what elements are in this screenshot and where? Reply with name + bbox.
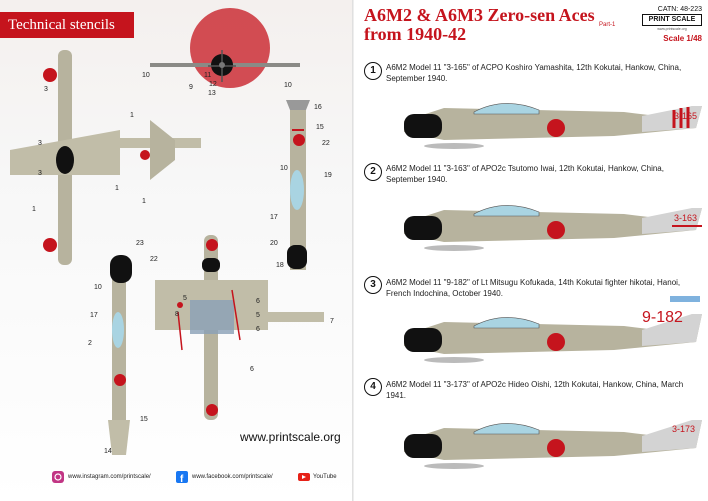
- profile-caption: A6M2 Model 11 "3-163" of APO2c Tsutomo I…: [386, 164, 664, 184]
- profile-caption: A6M2 Model 11 "3-173" of APO2c Hideo Ois…: [386, 380, 684, 400]
- bottom-view-aircraft: [155, 235, 324, 420]
- part-label: Part-1: [599, 22, 616, 28]
- front-view-aircraft: [150, 50, 300, 82]
- callout-number: 23: [136, 240, 144, 247]
- profile-number-badge: 3: [364, 276, 382, 294]
- callout-number: 22: [322, 140, 330, 147]
- profile-caption: A6M2 Model 11 "9-182" of Lt Mitsugu Kofu…: [386, 278, 681, 298]
- profile-aircraft: 3-173: [404, 420, 702, 469]
- tail-code: 3-165: [674, 111, 697, 121]
- callout-number: 17: [270, 214, 278, 221]
- sheet-title: A6M2 & A6M3 Zero-sen Aces from 1940-42: [364, 6, 624, 44]
- callout-number: 2: [88, 340, 92, 347]
- profile-number-badge: 1: [364, 62, 382, 80]
- profile-aircraft: 3-165: [404, 103, 702, 149]
- facebook-icon[interactable]: [176, 471, 188, 483]
- technical-stencils-panel: Technical stencils: [0, 0, 354, 501]
- callout-number: 22: [150, 256, 158, 263]
- callout-number: 20: [270, 240, 278, 247]
- stencil-diagrams: [10, 8, 324, 455]
- tail-code: 3-173: [672, 424, 695, 434]
- technical-stencils-badge: Technical stencils: [0, 12, 134, 38]
- callout-number: 3: [44, 86, 48, 93]
- aces-panel: [354, 0, 708, 501]
- instagram-link[interactable]: www.instagram.com/printscale/: [68, 474, 151, 480]
- callout-number: 10: [142, 72, 150, 79]
- youtube-link[interactable]: YouTube: [313, 474, 337, 480]
- callout-number: 9: [189, 84, 193, 91]
- callout-number: 18: [276, 262, 284, 269]
- callout-number: 10: [280, 165, 288, 172]
- callout-number: 6: [256, 326, 260, 333]
- brand-logo: PRINT SCALE: [642, 14, 702, 26]
- callout-number: 17: [90, 312, 98, 319]
- callout-number: 7: [330, 318, 334, 325]
- catalog-number: CATN: 48-223: [657, 6, 702, 13]
- facebook-link[interactable]: www.facebook.com/printscale/: [192, 474, 273, 480]
- callout-number: 10: [94, 284, 102, 291]
- title-line-2: from 1940-42: [364, 24, 467, 44]
- profile-aircraft: 3-163: [404, 205, 702, 251]
- callout-number: 5: [256, 312, 260, 319]
- callout-number: 19: [324, 172, 332, 179]
- callout-number: 10: [284, 82, 292, 89]
- callout-number: 1: [115, 185, 119, 192]
- callout-number: 8: [175, 311, 179, 318]
- callout-number: 6: [250, 366, 254, 373]
- profile-number-badge: 4: [364, 378, 382, 396]
- svg-text:f: f: [180, 474, 184, 485]
- callout-number: 1: [32, 206, 36, 213]
- callout-number: 3: [38, 170, 42, 177]
- scale-label: Scale 1/48: [663, 34, 702, 43]
- tail-code: 3-163: [674, 213, 697, 223]
- callout-number: 5: [183, 295, 187, 302]
- profile-number-badge: 2: [364, 163, 382, 181]
- tail-code: 9-182: [642, 309, 683, 326]
- callout-number: 13: [208, 90, 216, 97]
- callout-number: 15: [140, 416, 148, 423]
- callout-number: 3: [38, 140, 42, 147]
- website-url[interactable]: www.printscale.org: [240, 430, 341, 444]
- brand-url: www.printscale.org: [657, 27, 687, 31]
- callout-number: 16: [314, 104, 322, 111]
- callout-number: 6: [256, 298, 260, 305]
- callout-number: 1: [130, 112, 134, 119]
- side-view-aircraft-left: [108, 255, 132, 455]
- profile-aircraft: 9-182: [404, 296, 702, 363]
- callout-number: 12: [209, 81, 217, 88]
- top-view-aircraft: [10, 50, 201, 265]
- callout-number: 14: [104, 448, 112, 455]
- callout-number: 15: [316, 124, 324, 131]
- side-view-aircraft-right: [286, 100, 310, 270]
- instagram-icon[interactable]: [52, 471, 64, 483]
- flag-hinomaru: [190, 8, 270, 88]
- callout-number: 11: [204, 72, 212, 79]
- profile-caption: A6M2 Model 11 "3-165" of ACPO Koshiro Ya…: [386, 63, 682, 83]
- title-line-1: A6M2 & A6M3 Zero-sen Aces: [364, 5, 595, 25]
- callout-number: 1: [142, 198, 146, 205]
- social-footer: f www.instagram.com/printscale/ www.face…: [0, 466, 354, 501]
